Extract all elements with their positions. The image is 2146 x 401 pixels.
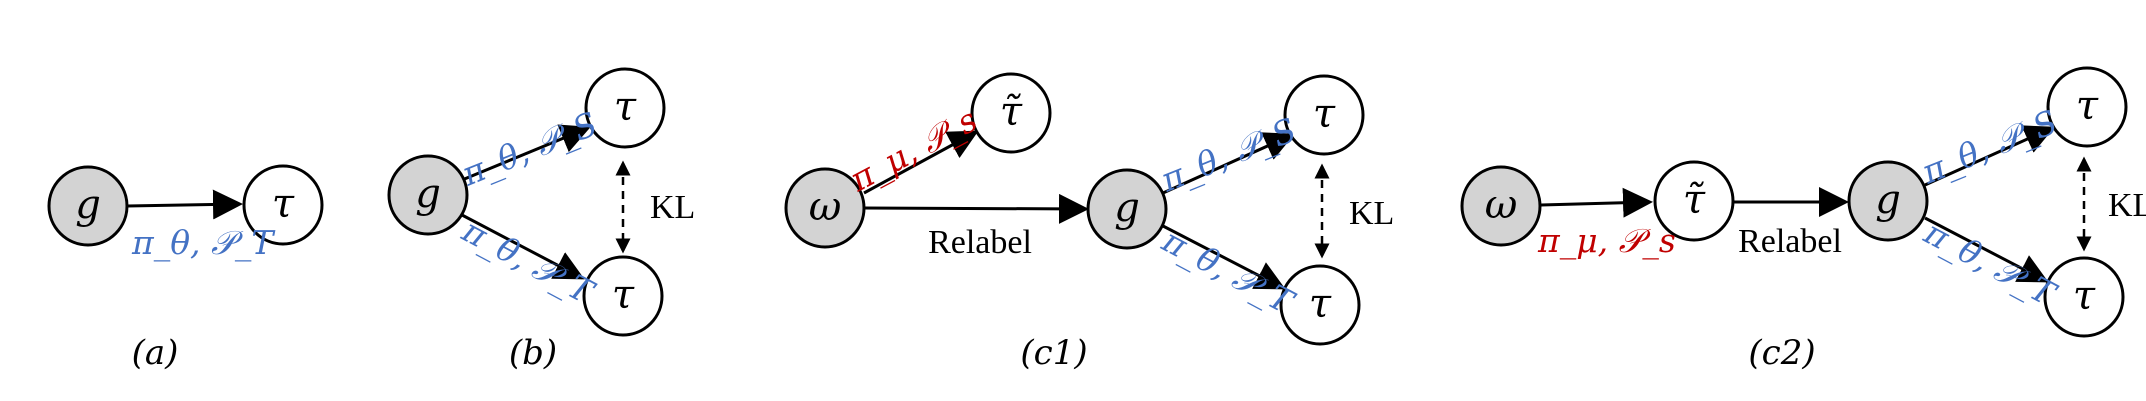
- node-tau-tilde-label: τ̃: [1000, 89, 1023, 135]
- edge-g-to-tau-top: [461, 124, 591, 182]
- node-tau-bottom-label: τ: [1309, 281, 1332, 327]
- node-omega-label: ω: [809, 184, 842, 230]
- node-tau-bottom: [582, 255, 664, 337]
- edge-omega-to-tau-tilde: [863, 130, 979, 195]
- label-bottom: π_θ, 𝒫_T: [1917, 212, 2064, 316]
- node-tau-top-label: τ: [1313, 91, 1336, 137]
- node-g-label: g: [75, 182, 101, 228]
- kl-label: KL: [1349, 195, 1394, 232]
- node-tau-top: [584, 67, 666, 149]
- node-g: [47, 165, 129, 247]
- edge-g-to-tau-bottom: [461, 213, 585, 280]
- kl-label: KL: [2108, 187, 2146, 224]
- edge-g-to-tau-bottom: [1924, 216, 2049, 283]
- label-top: π_θ, 𝒫_S: [455, 104, 603, 195]
- label-top: π_θ, 𝒫_S: [1154, 110, 1302, 201]
- edge-relabel: [863, 193, 1089, 224]
- node-tau-tilde-label: τ̃: [1683, 177, 1706, 223]
- panel-c2: ω τ̃ g τ τ π_μ, 𝒫_s Relabel π_θ, 𝒫_S π_θ…: [1460, 66, 2146, 373]
- edge-label-pi-theta-pt: π_θ, 𝒫_T: [131, 223, 276, 263]
- node-tau: [242, 164, 324, 246]
- node-g: [1847, 160, 1929, 242]
- panel-b: g τ τ π_θ, 𝒫_S π_θ, 𝒫_T KL (b): [387, 67, 695, 373]
- caption-c2: (c2): [1748, 333, 1815, 373]
- node-tau-label: τ: [272, 181, 295, 227]
- label-top: π_θ, 𝒫_S: [1915, 102, 2063, 193]
- node-tau-bottom: [1279, 264, 1361, 346]
- node-g-label: g: [415, 171, 441, 217]
- node-tau-top-label: τ: [614, 84, 637, 130]
- label-pi-mu: π_μ, 𝒫_s: [843, 100, 984, 201]
- panel-a: g τ π_θ, 𝒫_T (a): [47, 164, 324, 373]
- relabel-label: Relabel: [1738, 223, 1842, 260]
- caption-c1: (c1): [1020, 333, 1087, 373]
- edge-g-to-tau: [126, 189, 243, 220]
- node-g: [1086, 168, 1168, 250]
- edge-g-to-tau-top: [1924, 125, 2055, 187]
- caption-a: (a): [132, 333, 179, 373]
- edge-g-to-tau-bottom: [1162, 224, 1286, 290]
- node-tau-top: [1283, 74, 1365, 156]
- node-g-label: g: [1114, 185, 1140, 231]
- node-omega: [784, 167, 866, 249]
- node-omega-label: ω: [1485, 182, 1518, 228]
- relabel-label: Relabel: [928, 224, 1032, 261]
- node-tau-tilde: [1653, 160, 1735, 242]
- label-bottom: π_θ, 𝒫_T: [1155, 220, 1302, 324]
- node-tau-bottom-label: τ: [2073, 273, 2096, 319]
- label-bottom: π_θ, 𝒫_T: [455, 210, 602, 314]
- node-tau-top: [2046, 66, 2128, 148]
- panel-c1: ω τ̃ g τ τ π_μ, 𝒫_s Relabel π_θ, 𝒫_S π_θ…: [784, 72, 1394, 373]
- node-tau-bottom: [2043, 256, 2125, 338]
- label-pi-mu: π_μ, 𝒫_s: [1537, 221, 1676, 261]
- node-g-label: g: [1875, 177, 1901, 223]
- node-tau-bottom-label: τ: [612, 272, 635, 318]
- kl-label: KL: [650, 189, 695, 226]
- node-g: [387, 154, 469, 236]
- edge-g-to-tau-top: [1162, 132, 1295, 195]
- caption-b: (b): [509, 333, 557, 373]
- edge-omega-to-tau-tilde: [1540, 187, 1653, 218]
- node-tau-tilde: [970, 72, 1052, 154]
- node-omega: [1460, 165, 1542, 247]
- node-tau-top-label: τ: [2076, 83, 2099, 129]
